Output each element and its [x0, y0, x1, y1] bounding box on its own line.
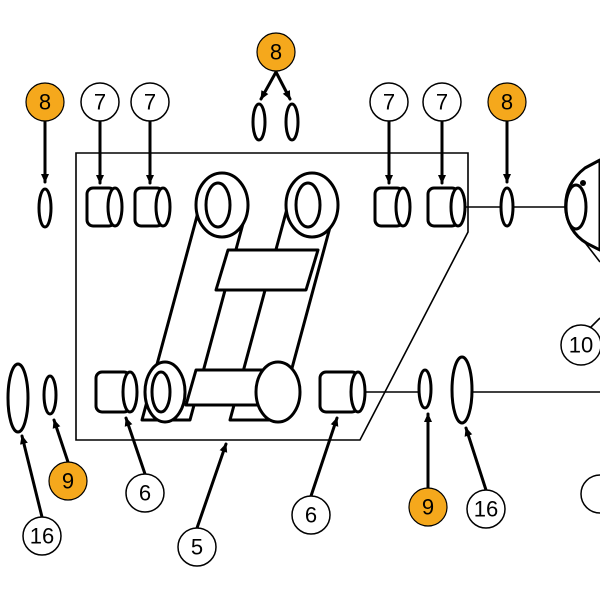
bushing-6-right: [318, 370, 367, 414]
callout-16-right-label: 16: [474, 497, 498, 522]
bushing-7d: [426, 186, 467, 228]
callout-6-left: 6: [125, 473, 165, 513]
callout-7-b-label: 7: [144, 90, 156, 115]
linkage-body: [140, 171, 340, 424]
callout-7-a-label: 7: [94, 90, 106, 115]
callout-7-d-label: 7: [436, 90, 448, 115]
callout-5-label: 5: [191, 535, 203, 560]
callout-6-right-label: 6: [305, 503, 317, 528]
ring-16-right: [450, 355, 474, 425]
leader-lines: [20, 70, 511, 530]
callout-9-left-label: 9: [62, 469, 74, 494]
callout-6-right: 6: [291, 495, 331, 535]
callout-7-d: 7: [422, 82, 462, 122]
callout-16-left: 16: [22, 516, 62, 556]
callout-16-left-label: 16: [30, 524, 54, 549]
callout-10-label: 10: [569, 333, 593, 358]
bushing-6-left: [94, 370, 139, 414]
callout-7-c: 7: [369, 82, 409, 122]
callout-6-left-label: 6: [139, 481, 151, 506]
o-ring-8-left: [37, 187, 53, 229]
o-ring-8-right: [499, 186, 515, 228]
callout-7-b: 7: [130, 82, 170, 122]
ring-9-left: [42, 374, 58, 416]
callout-9-left: 9: [48, 461, 88, 501]
callout-7-c-label: 7: [383, 90, 395, 115]
ring-9-right: [417, 368, 433, 410]
callout-16-right: 16: [466, 489, 506, 529]
callout-8-top: 8: [256, 32, 296, 72]
part-10: [564, 158, 600, 331]
callout-7-a: 7: [80, 82, 120, 122]
callout-8-right-label: 8: [501, 90, 513, 115]
callout-8-left-label: 8: [39, 90, 51, 115]
bushing-7c: [373, 186, 412, 228]
bushing-7a: [85, 186, 124, 228]
bushing-7b: [133, 186, 172, 228]
callout-partial-edge: [580, 474, 600, 514]
callout-8-left: 8: [25, 82, 65, 122]
callout-8-top-label: 8: [270, 40, 282, 65]
ring-16-left: [6, 362, 30, 434]
callout-10: 10: [560, 324, 600, 366]
o-ring-8-top-b: [284, 102, 300, 142]
callout-5: 5: [177, 527, 217, 567]
callout-8-right: 8: [487, 82, 527, 122]
assembly-outline: [75, 152, 469, 441]
callout-9-right: 9: [408, 487, 448, 527]
o-ring-8-top-a: [251, 102, 267, 142]
callout-9-right-label: 9: [422, 495, 434, 520]
